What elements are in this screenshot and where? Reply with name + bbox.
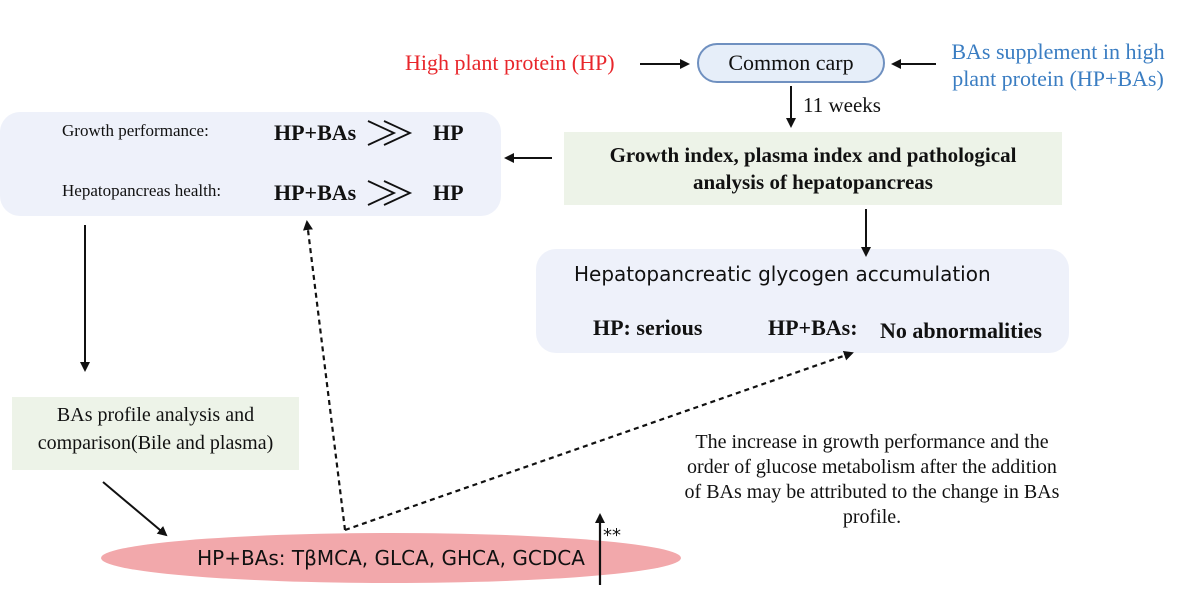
profile-line-1: BAs profile analysis and bbox=[56, 404, 255, 426]
glycogen-bas-label: HP+BAs: bbox=[768, 315, 858, 340]
bas-supplement-label: BAs supplement in high plant protein (HP… bbox=[938, 38, 1178, 92]
bas-supplement-line-2: plant protein (HP+BAs) bbox=[952, 66, 1164, 91]
conclusion-line-1: The increase in growth performance and t… bbox=[695, 431, 1049, 453]
bas-profile-box: BAs profile analysis and comparison(Bile… bbox=[12, 397, 299, 470]
much-greater-symbol-health bbox=[367, 180, 413, 206]
profile-to-ellipse-arrow bbox=[102, 481, 168, 537]
hepatopancreas-health-label: Hepatopancreas health: bbox=[62, 181, 222, 200]
glycogen-hp-result: HP: serious bbox=[593, 315, 703, 340]
conclusion-line-4: profile. bbox=[842, 506, 902, 528]
much-greater-symbol-growth bbox=[367, 120, 413, 146]
significance-marker: ** bbox=[603, 525, 621, 546]
growth-right-value: HP bbox=[433, 120, 464, 145]
health-right-value: HP bbox=[433, 180, 464, 205]
common-carp-node: Common carp bbox=[697, 43, 885, 83]
profile-line-2: comparison(Bile and plasma) bbox=[37, 432, 274, 454]
bile-acid-ellipse bbox=[101, 533, 681, 583]
dotted-to-glycogen-arrow bbox=[344, 350, 854, 532]
analysis-line-2: analysis of hepatopancreas bbox=[693, 169, 933, 194]
analysis-box: Growth index, plasma index and pathologi… bbox=[564, 132, 1062, 205]
bile-acid-list: HP+BAs: TβMCA, GLCA, GHCA, GCDCA bbox=[197, 546, 585, 570]
glycogen-title: Hepatopancreatic glycogen accumulation bbox=[574, 262, 991, 286]
health-left-value: HP+BAs bbox=[274, 180, 357, 205]
conclusion-line-3: of BAs may be attributed to the change i… bbox=[684, 481, 1060, 503]
growth-left-value: HP+BAs bbox=[274, 120, 357, 145]
growth-health-panel bbox=[0, 112, 501, 216]
analysis-line-1: Growth index, plasma index and pathologi… bbox=[609, 142, 1017, 167]
bas-supplement-line-1: BAs supplement in high bbox=[951, 39, 1165, 64]
hp-diet-label: High plant protein (HP) bbox=[405, 50, 615, 75]
duration-label: 11 weeks bbox=[803, 93, 881, 117]
dotted-to-growth-arrow bbox=[303, 220, 347, 531]
glycogen-bas-result: No abnormalities bbox=[880, 318, 1042, 343]
conclusion-line-2: order of glucose metabolism after the ad… bbox=[687, 456, 1057, 478]
glycogen-panel bbox=[536, 249, 1069, 353]
growth-performance-label: Growth performance: bbox=[62, 121, 209, 140]
conclusion-text: The increase in growth performance and t… bbox=[652, 430, 1092, 530]
